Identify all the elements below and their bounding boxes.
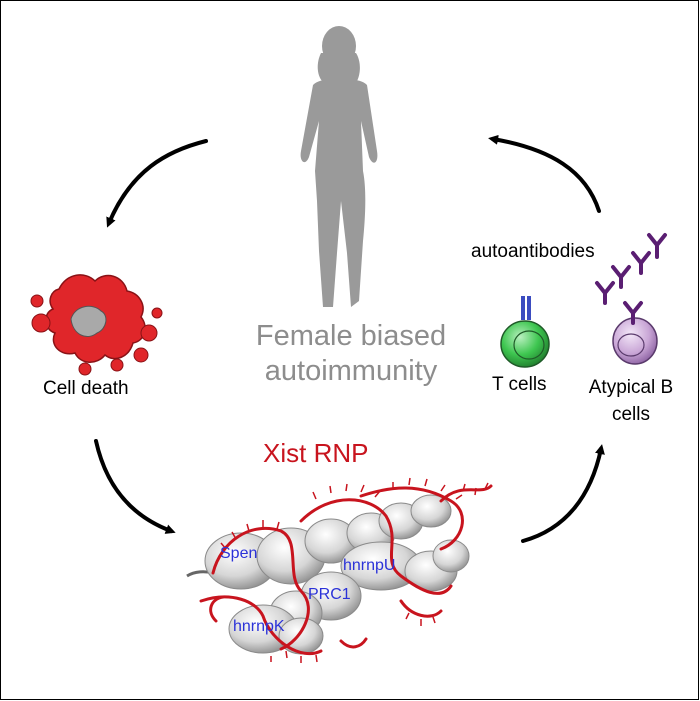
atypical-b-cell-icon (612, 317, 658, 365)
protein-label-hnrnpu: hnrnpU (343, 557, 396, 574)
autoantibodies-label: autoantibodies (471, 241, 595, 262)
cell-death-label: Cell death (43, 378, 129, 399)
antibody-icon (623, 301, 643, 325)
antibody-icon (631, 251, 651, 275)
female-label-line2: autoimmunity (264, 355, 438, 387)
atypical-b-line2: cells (611, 404, 650, 425)
antibody-icon (611, 265, 631, 289)
cycle-arrows (94, 134, 605, 543)
atypical-b-cells-label: Atypical B cells (571, 374, 691, 428)
autoantibody-icons (595, 233, 667, 325)
t-cells-label: T cells (492, 374, 547, 395)
arrow-to-female (488, 134, 601, 213)
female-silhouette-icon (300, 26, 378, 307)
arrow-to-immune-cells (521, 444, 605, 543)
female-label-line1: Female biased (255, 320, 447, 352)
protein-label-hnrnpk: hnrnpK (233, 618, 285, 635)
rna-strands (199, 484, 493, 656)
arrow-to-cell-death (106, 139, 208, 228)
arrow-to-xist (94, 439, 176, 534)
protein-label-spen: Spen (220, 545, 258, 562)
female-autoimmunity-label: Female biased autoimmunity (211, 319, 491, 389)
dying-cell-icon (30, 274, 163, 376)
t-cell-icon (500, 296, 550, 368)
antibody-icon (595, 281, 615, 305)
protein-label-prc1: PRC1 (308, 586, 351, 603)
xist-rnp-title: Xist RNP (263, 438, 369, 468)
antibody-icon (647, 233, 667, 259)
atypical-b-line1: Atypical B (588, 377, 674, 398)
xist-rnp-structure (186, 477, 493, 663)
